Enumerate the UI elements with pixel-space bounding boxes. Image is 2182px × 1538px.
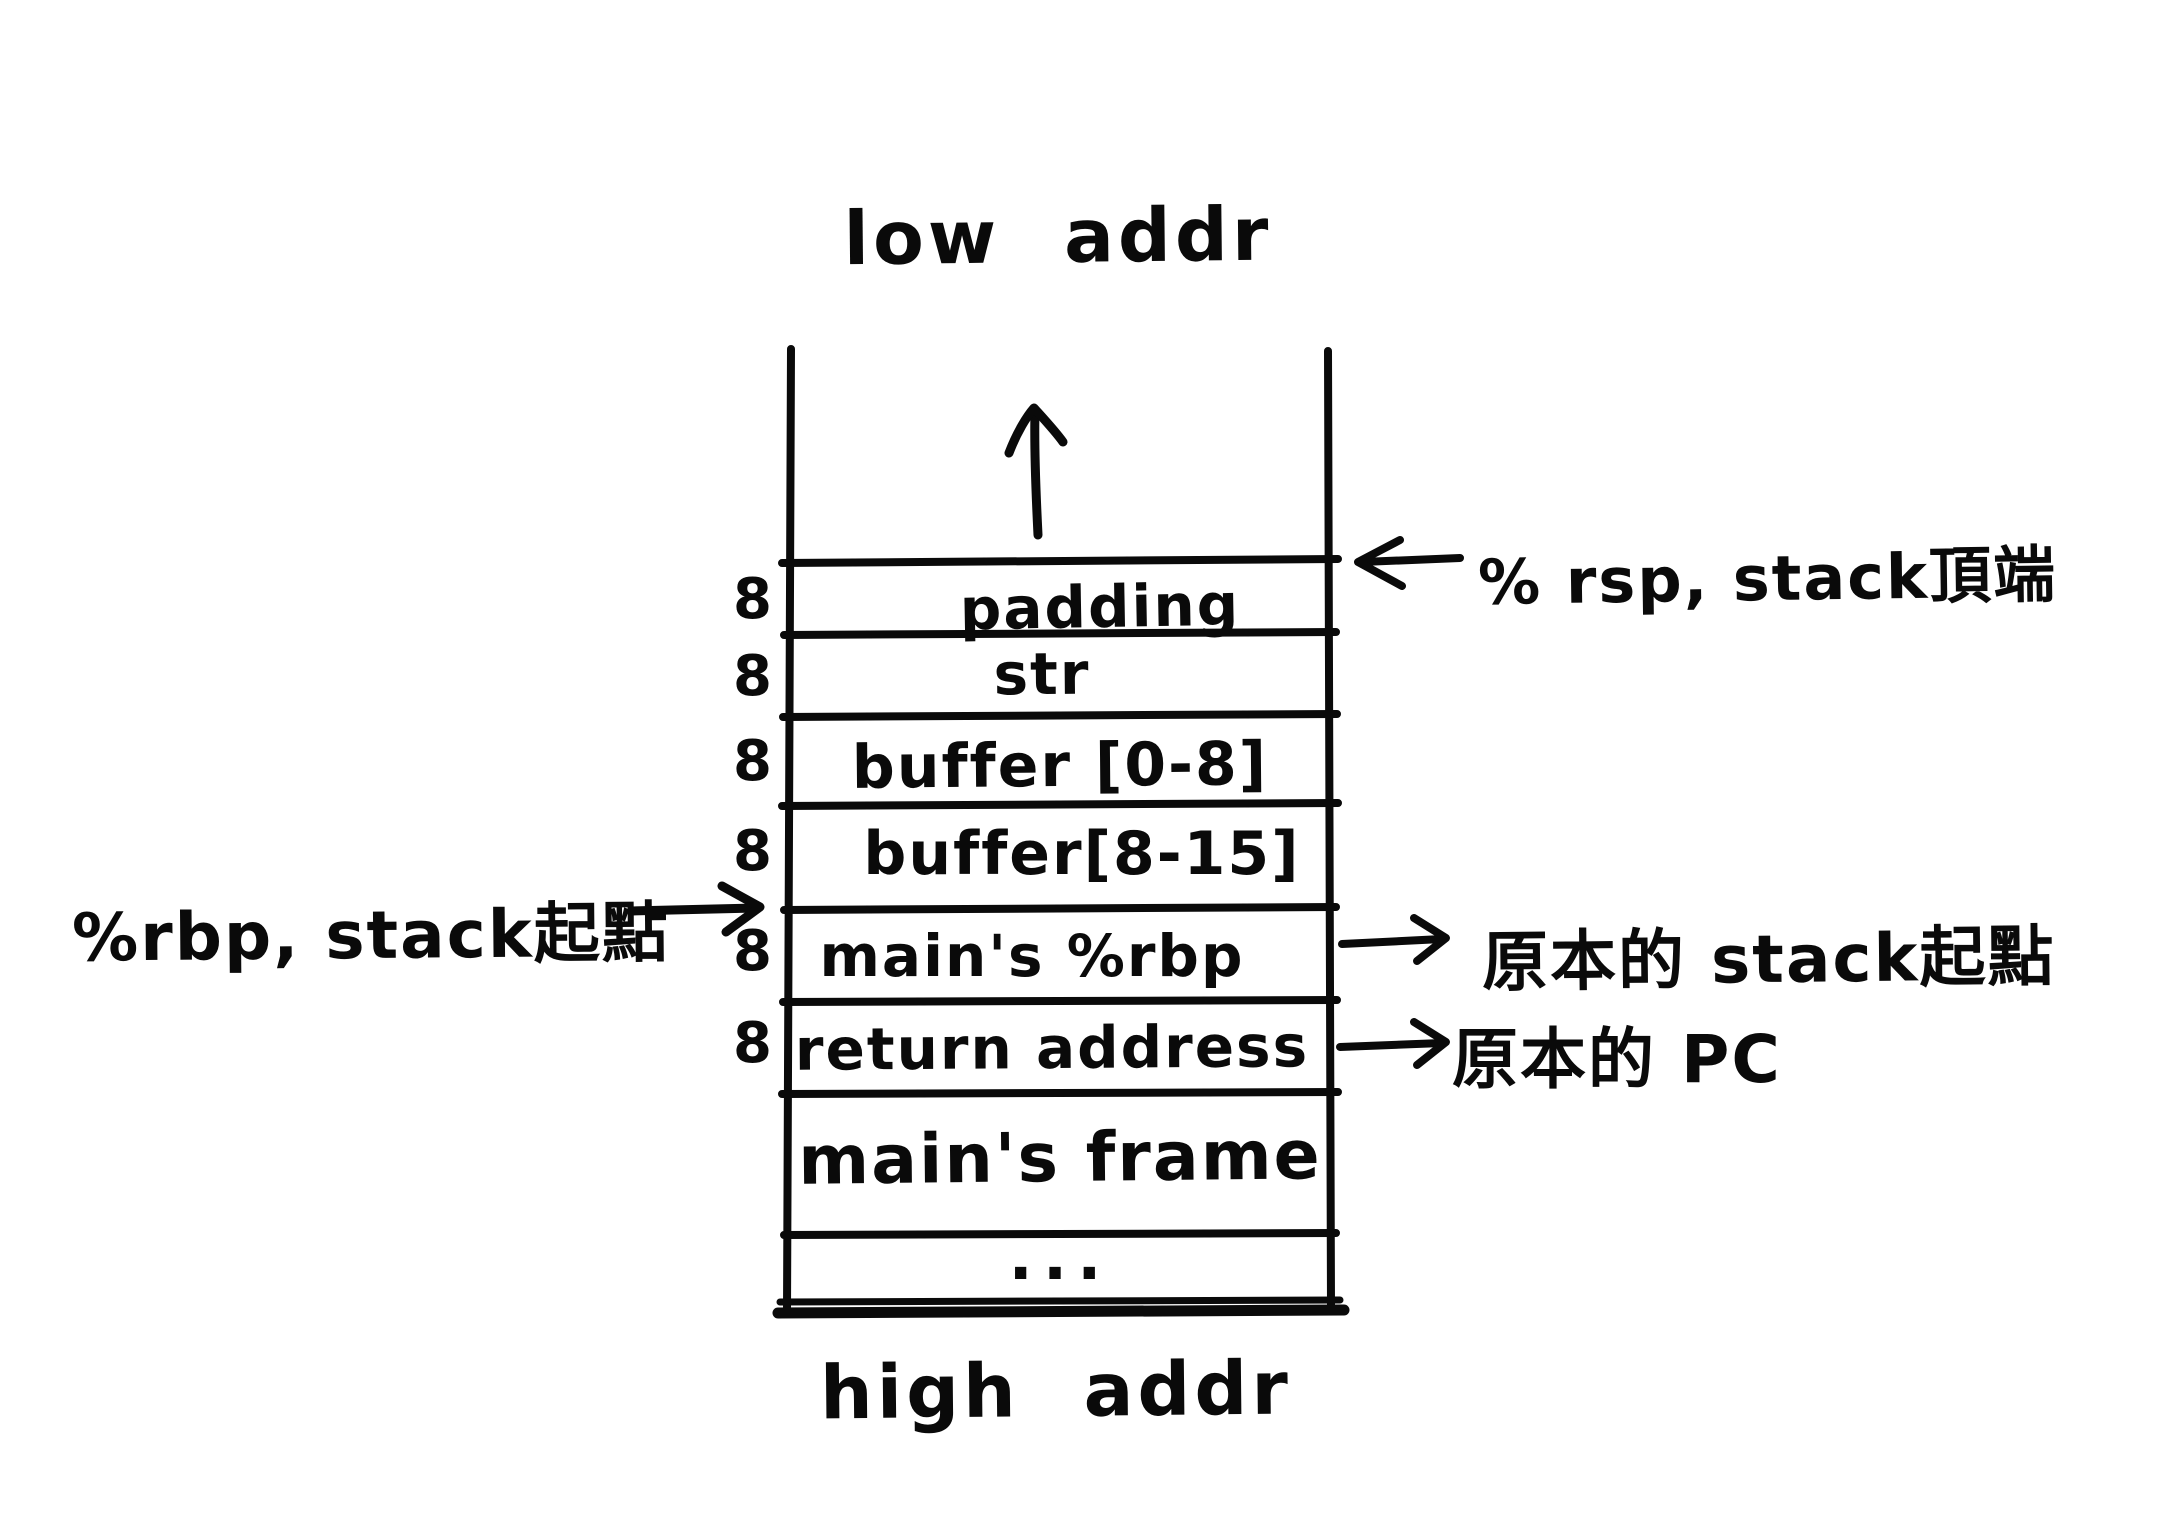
stack-bottom-edge xyxy=(776,1296,1344,1306)
stack-left-edge xyxy=(783,345,795,1316)
size-label-mains-rbp: 8 xyxy=(733,918,772,984)
row-divider xyxy=(778,555,1342,567)
rbp-arrow xyxy=(627,881,765,937)
size-label-padding: 8 xyxy=(733,566,772,632)
size-label-buffer-0-8: 8 xyxy=(733,729,772,794)
stack-bottom-edge xyxy=(772,1304,1350,1319)
row-divider xyxy=(779,996,1341,1006)
rsp-arrow xyxy=(1354,536,1464,590)
row-divider xyxy=(780,903,1340,914)
row-divider xyxy=(778,1088,1342,1098)
orig-pc-arrow xyxy=(1336,1018,1450,1069)
stack-row-str: str xyxy=(993,639,1091,709)
orig-rbp-arrow xyxy=(1338,914,1450,965)
row-divider xyxy=(780,1229,1340,1239)
stack-right-edge xyxy=(1324,347,1335,1312)
original-pc-annotation: 原本的 PC xyxy=(1452,1021,1782,1098)
up-arrow xyxy=(1004,403,1068,540)
original-rbp-annotation: 原本的 stack起點 xyxy=(1481,917,2056,1001)
high-addr-label: high addr xyxy=(819,1345,1293,1437)
row-divider xyxy=(779,710,1341,721)
rsp-annotation: % rsp, stack頂端 xyxy=(1477,537,2058,620)
size-label-return-address: 8 xyxy=(733,1010,772,1076)
stack-row-ellipsis: ... xyxy=(1008,1221,1112,1295)
stack-row-return-address: return address xyxy=(794,1012,1310,1084)
rbp-annotation: %rbp, stack起點 xyxy=(71,894,670,977)
stack-row-buffer-8-15: buffer[8-15] xyxy=(863,819,1301,889)
low-addr-label: low addr xyxy=(843,191,1273,283)
size-label-buffer-8-15: 8 xyxy=(733,818,772,884)
stack-row-mains-frame: main's frame xyxy=(797,1116,1323,1201)
stack-row-mains-rbp: main's %rbp xyxy=(819,922,1245,990)
stack-row-buffer-0-8: buffer [0-8] xyxy=(851,728,1269,803)
size-label-str: 8 xyxy=(733,643,772,709)
row-divider xyxy=(780,628,1340,639)
row-divider xyxy=(778,799,1342,810)
